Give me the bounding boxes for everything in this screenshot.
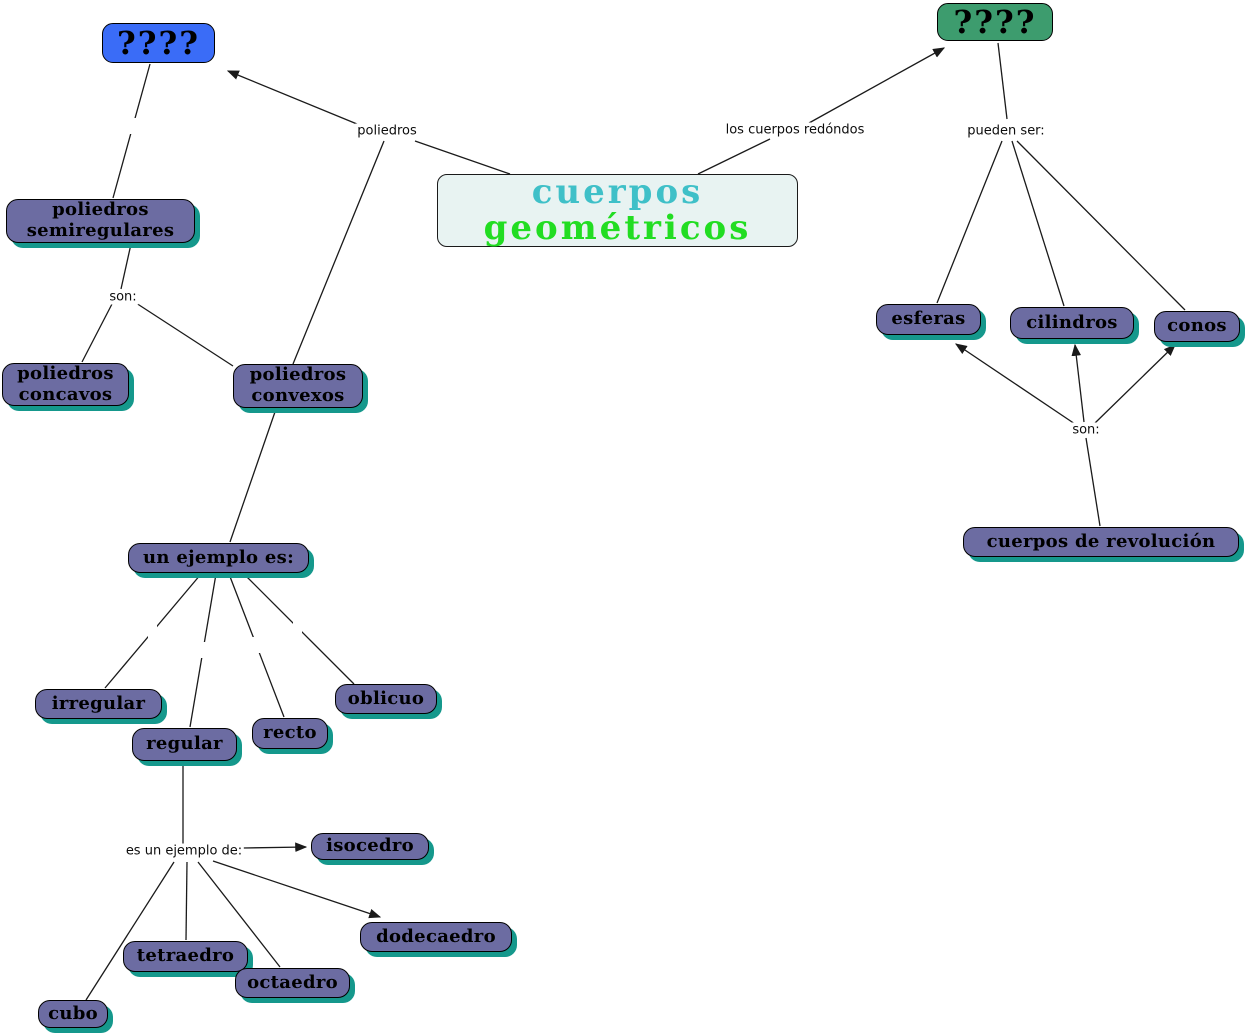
empty-label-gaps <box>128 118 302 658</box>
node-cuerpos-de-revolucion[interactable]: cuerpos de revolución <box>963 527 1239 557</box>
edge-puedenser-esferas <box>936 140 1003 304</box>
edge-title-redondos <box>697 138 771 175</box>
node-dodecaedro[interactable]: dodecaedro <box>360 922 512 952</box>
edge-esunejemplo-cubo <box>85 861 175 1001</box>
edge-redondos-unknownright <box>808 47 946 124</box>
edge-puedenser-cilindros <box>1011 140 1065 307</box>
edge-son-cilindros <box>1071 343 1085 423</box>
node-un-ejemplo-es[interactable]: un ejemplo es: <box>128 543 309 573</box>
node-irregular[interactable]: irregular <box>35 689 162 719</box>
node-poliedros-concavos[interactable]: poliedros concavos <box>2 363 129 406</box>
link-label-son-left[interactable]: son: <box>107 289 139 305</box>
edge-title-poliedros <box>414 140 511 175</box>
link-label-es-un-ejemplo-de[interactable]: es un ejemplo de: <box>123 843 245 859</box>
node-octaedro[interactable]: octaedro <box>235 968 350 998</box>
node-tetraedro[interactable]: tetraedro <box>123 941 248 972</box>
title-word-geometricos: geométricos <box>483 207 752 248</box>
edge-esunejemplo-dodecaedro <box>212 860 382 919</box>
edge-son-convexos <box>135 302 234 367</box>
link-label-pueden-ser[interactable]: pueden ser: <box>965 123 1047 139</box>
node-oblicuo[interactable]: oblicuo <box>335 684 437 714</box>
node-unknown-right[interactable]: ???? <box>937 3 1053 41</box>
edge-convexos-unejemplo <box>229 408 277 543</box>
node-conos[interactable]: conos <box>1154 311 1240 342</box>
node-poliedros-semiregulares[interactable]: poliedros semiregulares <box>6 199 195 243</box>
link-label-los-cuerpos-redondos[interactable]: los cuerpos redóndos <box>723 122 867 138</box>
edge-unknownright-puedenser <box>997 42 1008 120</box>
node-cilindros[interactable]: cilindros <box>1010 307 1134 339</box>
node-unknown-left[interactable]: ???? <box>102 23 215 63</box>
edge-esunejemplo-tetraedro <box>185 861 188 941</box>
edge-semiregulares-son <box>120 243 132 290</box>
edge-son-revolucion <box>1085 437 1101 527</box>
node-recto[interactable]: recto <box>252 718 328 749</box>
edge-son-conos <box>1094 344 1176 424</box>
edge-esunejemplo-isocedro <box>242 842 308 852</box>
edge-son-esferas <box>955 343 1076 425</box>
node-isocedro[interactable]: isocedro <box>311 833 429 860</box>
node-cubo[interactable]: cubo <box>38 1000 108 1028</box>
node-poliedros-convexos[interactable]: poliedros convexos <box>233 364 363 408</box>
node-esferas[interactable]: esferas <box>876 304 981 335</box>
title-word-cuerpos: cuerpos <box>531 172 704 213</box>
edge-esunejemplo-octaedro <box>197 861 281 968</box>
edge-poliedros-unknownleft <box>226 70 358 125</box>
edge-son-concavos <box>81 303 113 363</box>
edge-puedenser-conos <box>1016 140 1186 311</box>
edge-poliedros-convexos <box>292 140 385 365</box>
node-regular[interactable]: regular <box>132 728 237 761</box>
node-cuerpos-geometricos[interactable]: cuerpos geométricos <box>437 174 798 247</box>
link-label-son-right[interactable]: son: <box>1070 422 1102 438</box>
link-label-poliedros[interactable]: poliedros <box>355 123 419 139</box>
